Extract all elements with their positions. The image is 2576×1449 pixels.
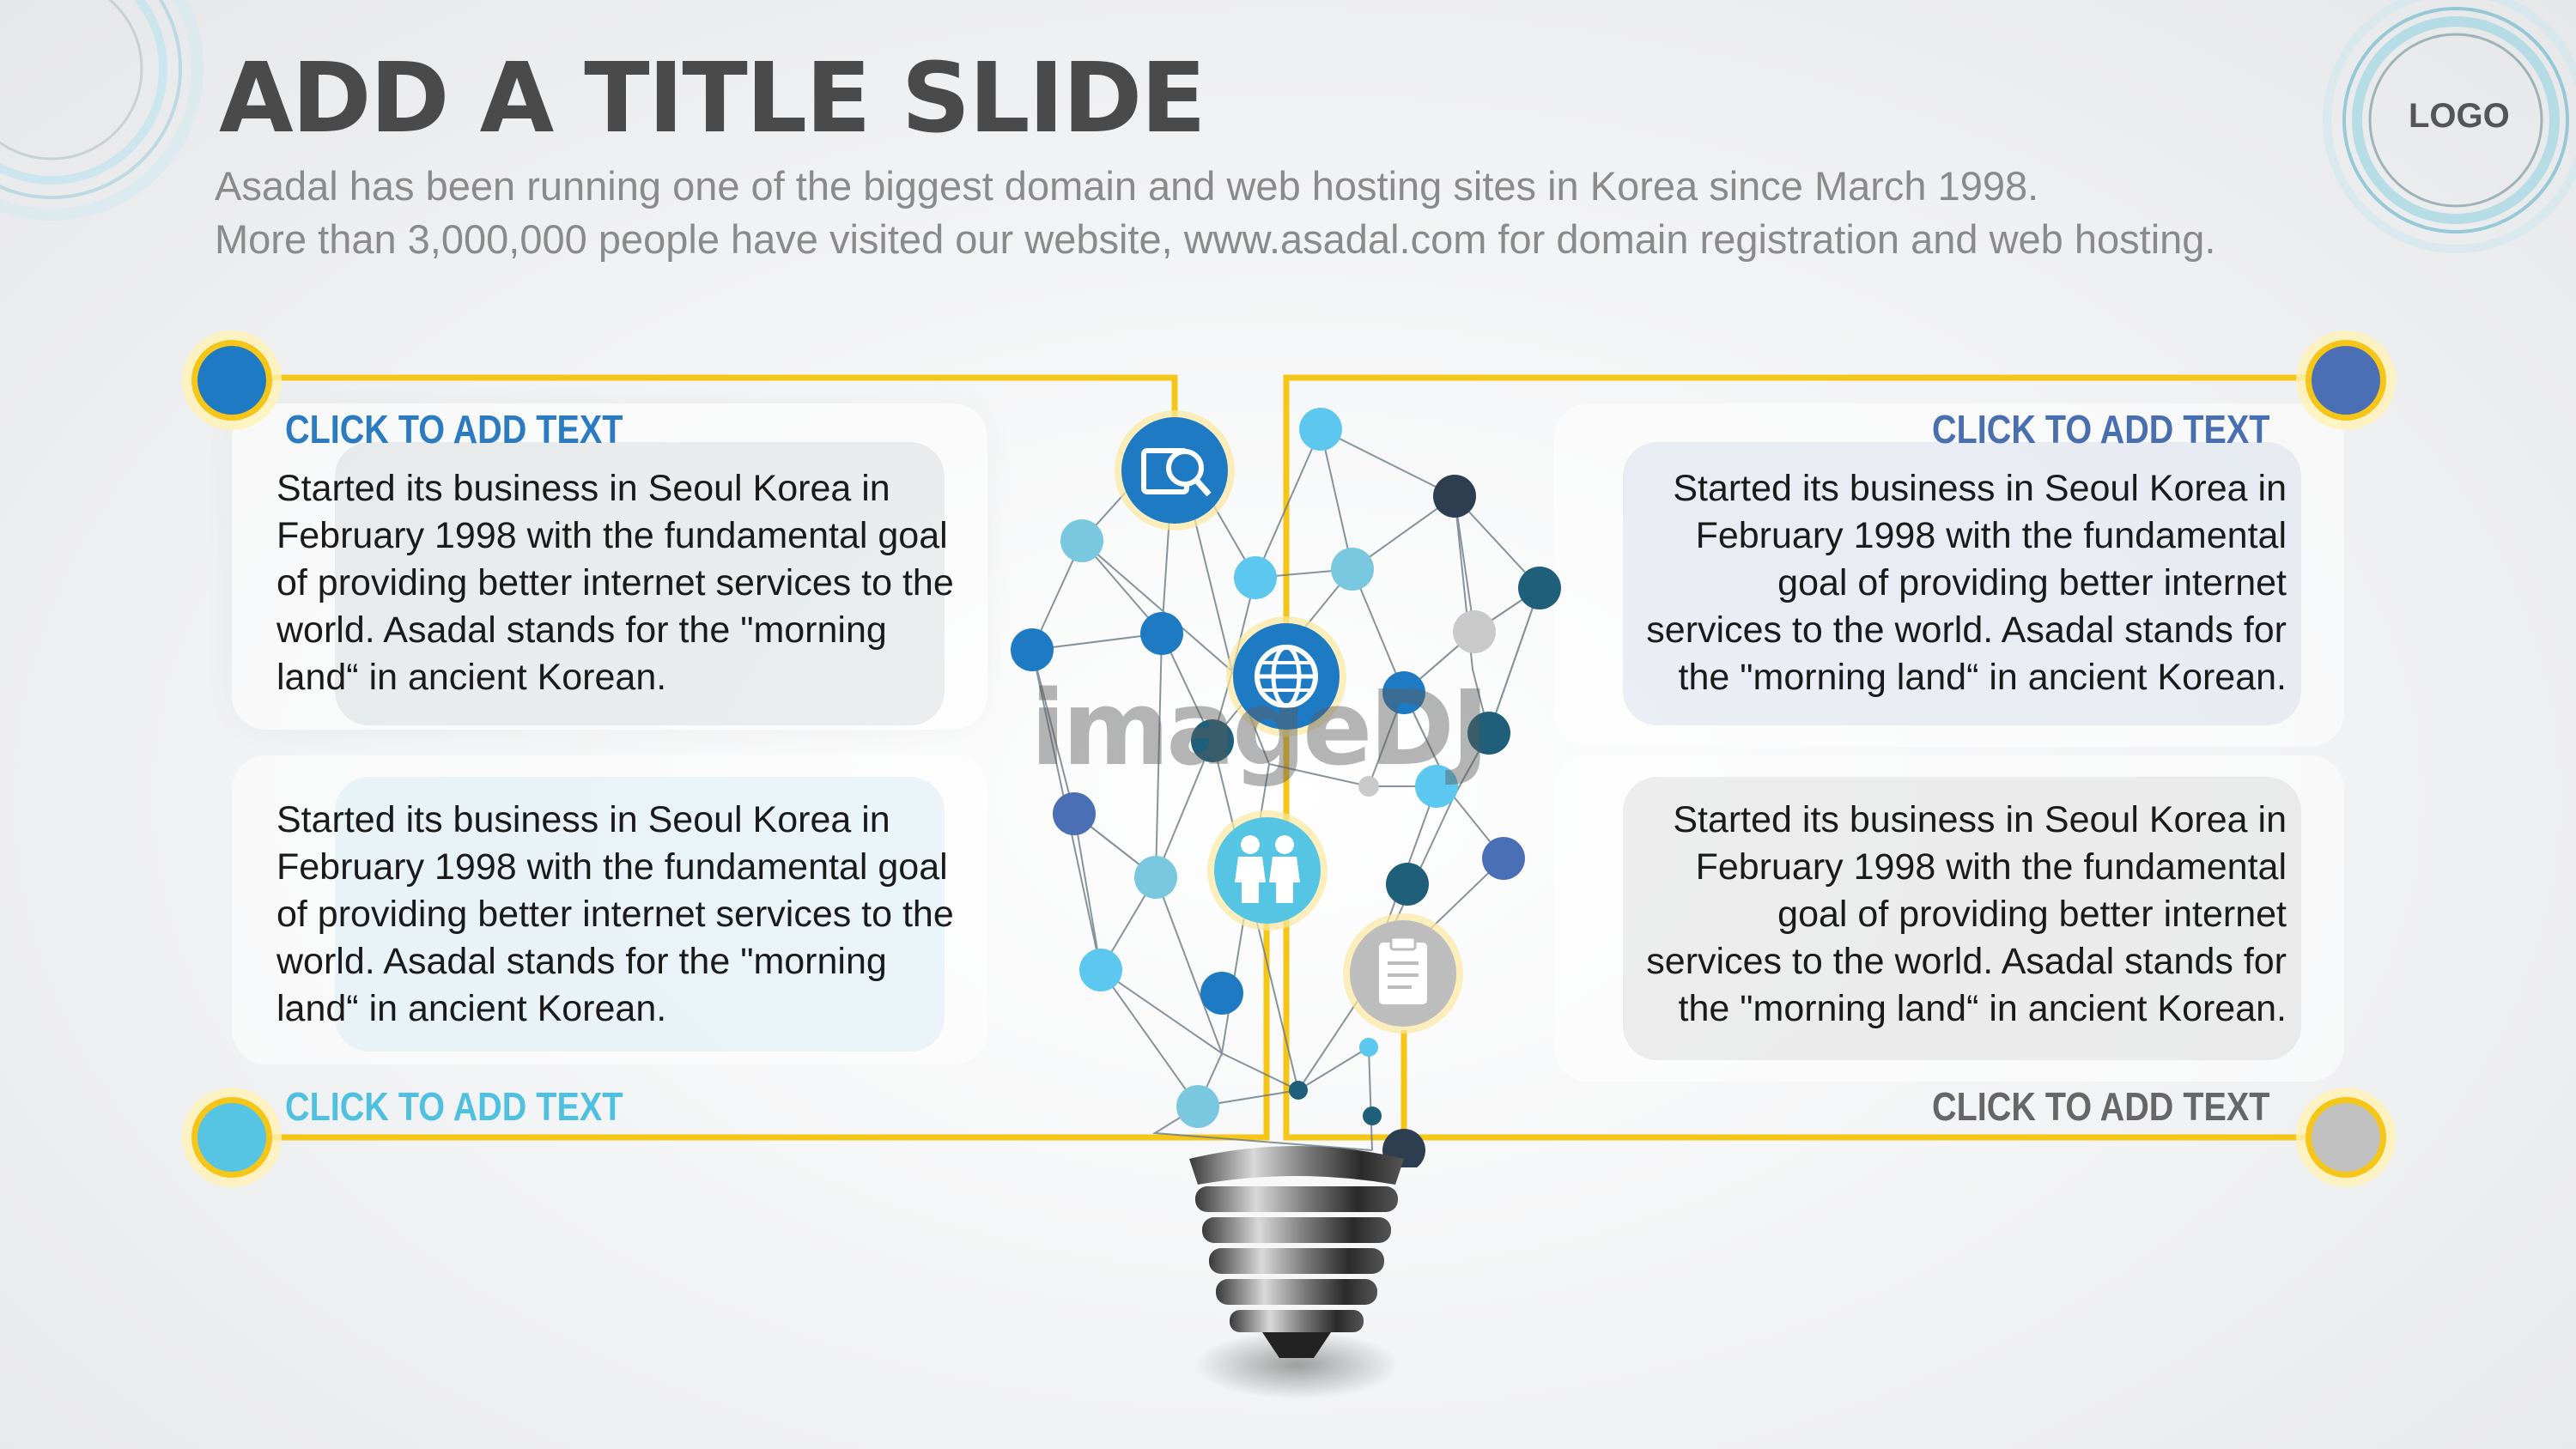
- paragraph-top-left[interactable]: Started its business in Seoul Korea in F…: [276, 465, 954, 701]
- paragraph-line: Started its business in Seoul Korea in: [276, 799, 890, 840]
- heading-top-left[interactable]: CLICK TO ADD TEXT: [285, 407, 623, 452]
- paragraph-line: Started its business in Seoul Korea in: [1673, 468, 2287, 509]
- heading-top-right[interactable]: CLICK TO ADD TEXT: [1931, 407, 2269, 452]
- paragraph-line: of providing better internet services to…: [276, 894, 954, 935]
- paragraph-line: land“ in ancient Korean.: [276, 988, 667, 1029]
- dot-top-right: [2296, 330, 2396, 430]
- dot-bottom-left: [182, 1088, 282, 1187]
- paragraph-line: services to the world. Asadal stands for: [1646, 941, 2287, 982]
- card-bottom-left-inner: [335, 777, 945, 1052]
- paragraph-bottom-left[interactable]: Started its business in Seoul Korea in F…: [276, 797, 954, 1033]
- card-bottom-right-inner: [1623, 777, 2301, 1060]
- card-top-left: [232, 403, 987, 730]
- logo[interactable]: LOGO: [2409, 97, 2510, 135]
- paragraph-top-right[interactable]: Started its business in Seoul Korea in F…: [1646, 465, 2287, 701]
- globe-icon[interactable]: [1219, 609, 1357, 747]
- paragraph-line: the "morning land“ in ancient Korean.: [1678, 988, 2287, 1029]
- dot-bottom-right: [2296, 1088, 2396, 1187]
- watermark: imageDJ: [1030, 670, 1490, 789]
- slide-subtitle[interactable]: Asadal has been running one of the bigge…: [215, 160, 2215, 266]
- bulb-base: [1189, 1146, 1404, 1399]
- dot-top-left: [182, 330, 282, 430]
- paragraph-line: Started its business in Seoul Korea in: [276, 468, 890, 509]
- paragraph-line: February 1998 with the fundamental goal: [276, 515, 948, 556]
- paragraph-line: the "morning land“ in ancient Korean.: [1678, 657, 2287, 698]
- paragraph-line: February 1998 with the fundamental: [1695, 515, 2287, 556]
- card-bottom-right: [1554, 755, 2344, 1082]
- card-bottom-left: [232, 755, 987, 1064]
- paragraph-line: services to the world. Asadal stands for: [1646, 609, 2287, 651]
- subtitle-line-1: Asadal has been running one of the bigge…: [215, 163, 2039, 209]
- card-top-right: [1554, 403, 2344, 747]
- people-icon[interactable]: [1200, 803, 1338, 941]
- paragraph-line: February 1998 with the fundamental: [1695, 846, 2287, 888]
- heading-bottom-left[interactable]: CLICK TO ADD TEXT: [285, 1084, 623, 1129]
- clipboard-icon[interactable]: [1336, 906, 1473, 1044]
- paragraph-line: of providing better internet services to…: [276, 562, 954, 603]
- logo-rings-decoration: [2323, 0, 2576, 253]
- lightbulb-network: [1011, 408, 1561, 1167]
- paragraph-line: world. Asadal stands for the "morning: [276, 941, 887, 982]
- card-top-right-inner: [1623, 442, 2301, 725]
- card-top-left-inner: [335, 442, 945, 725]
- paragraph-line: goal of providing better internet: [1777, 894, 2287, 935]
- paragraph-line: land“ in ancient Korean.: [276, 657, 667, 698]
- slide-title[interactable]: ADD A TITLE SLIDE: [219, 43, 1206, 155]
- heading-bottom-right[interactable]: CLICK TO ADD TEXT: [1931, 1084, 2269, 1129]
- paragraph-line: Started its business in Seoul Korea in: [1673, 799, 2287, 840]
- subtitle-line-2: More than 3,000,000 people have visited …: [215, 216, 2216, 262]
- paragraph-line: February 1998 with the fundamental goal: [276, 846, 948, 888]
- paragraph-line: goal of providing better internet: [1777, 562, 2287, 603]
- search-document-icon[interactable]: [1108, 403, 1245, 541]
- paragraph-bottom-right[interactable]: Started its business in Seoul Korea in F…: [1646, 797, 2287, 1033]
- paragraph-line: world. Asadal stands for the "morning: [276, 609, 887, 651]
- corner-rings-decoration: [0, 0, 204, 221]
